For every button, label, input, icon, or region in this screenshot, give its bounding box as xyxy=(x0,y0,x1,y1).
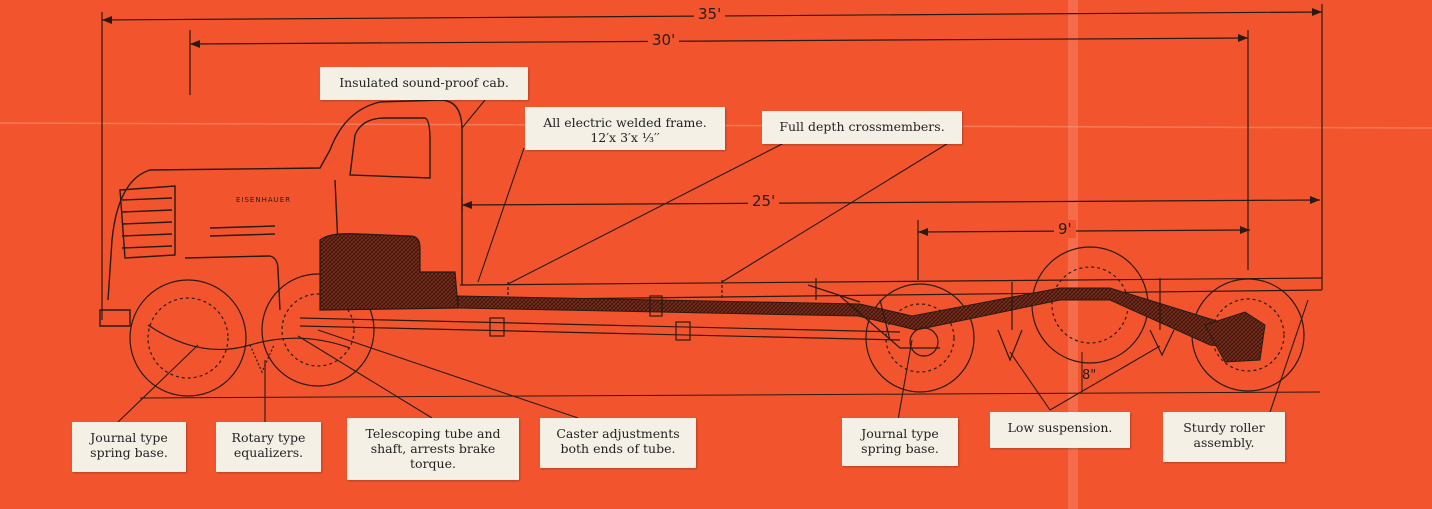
label-rotary-equalizers: Rotary type equalizers. xyxy=(216,422,321,472)
torque-rod xyxy=(299,295,939,357)
trailer-wheel-1 xyxy=(865,283,975,393)
dimension-arrows xyxy=(102,8,1322,236)
label-crossmembers: Full depth crossmembers. xyxy=(762,111,962,144)
label-insulated-cab: Insulated sound-proof cab. xyxy=(320,67,528,100)
ground-line xyxy=(139,391,1321,399)
dimension-35ft: 35' xyxy=(694,5,726,23)
label-journal-rear: Journal type spring base. xyxy=(842,418,958,466)
springs xyxy=(147,278,1175,374)
dimension-9ft: 9' xyxy=(1054,220,1076,238)
fold-crease xyxy=(1068,0,1078,509)
dimension-8in: 8" xyxy=(1082,368,1097,383)
label-roller-assembly: Sturdy roller assembly. xyxy=(1163,412,1285,462)
label-caster-adjustments: Caster adjustments both ends of tube. xyxy=(540,418,696,468)
dimension-25ft: 25' xyxy=(748,192,780,210)
telescoping-tube xyxy=(457,287,1261,351)
label-low-suspension: Low suspension. xyxy=(990,412,1130,448)
drive-wheel-1 xyxy=(261,273,375,387)
dimension-lines xyxy=(101,4,1323,320)
leader-lines xyxy=(117,99,1309,423)
label-journal-front: Journal type spring base. xyxy=(72,422,186,472)
roller-assembly xyxy=(1204,311,1266,363)
engine-block xyxy=(319,233,459,311)
front-wheel xyxy=(129,279,247,397)
cab-badge: EISENHAUER xyxy=(236,196,292,204)
label-welded-frame: All electric welded frame. 12′x 3′x ⅓′′ xyxy=(525,107,725,150)
wheels xyxy=(129,246,1305,397)
dimension-30ft: 30' xyxy=(648,31,680,49)
label-telescoping-tube: Telescoping tube and shaft, arrests brak… xyxy=(347,418,519,480)
trailer-frame xyxy=(459,277,1323,301)
